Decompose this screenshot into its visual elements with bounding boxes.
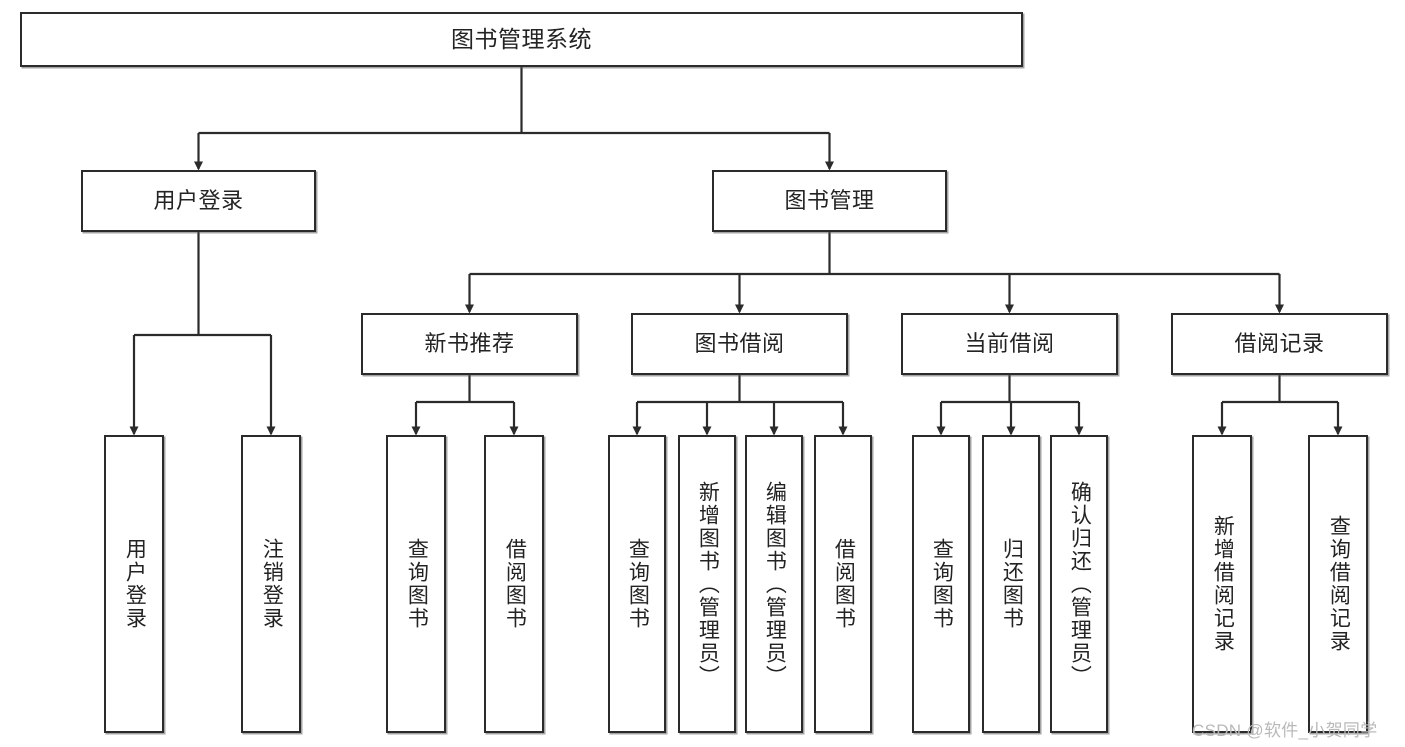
node-label: 查询图书 bbox=[405, 538, 429, 630]
node-lf2[interactable]: 注销登录 bbox=[241, 435, 301, 733]
node-lf4[interactable]: 借阅图书 bbox=[484, 435, 544, 733]
node-lf8[interactable]: 借阅图书 bbox=[814, 435, 872, 733]
node-label: 用户登录 bbox=[153, 188, 244, 214]
node-label: 查询图书 bbox=[626, 538, 650, 630]
node-l1b[interactable]: 图书管理 bbox=[712, 170, 947, 232]
node-lf13[interactable]: 查询借阅记录 bbox=[1308, 435, 1368, 733]
node-label: 借阅图书 bbox=[832, 538, 856, 630]
node-lf6[interactable]: 新增图书（管理员） bbox=[678, 435, 736, 733]
node-root[interactable]: 图书管理系统 bbox=[20, 12, 1023, 67]
node-label: 新增图书（管理员） bbox=[696, 480, 720, 688]
node-lf9[interactable]: 查询图书 bbox=[912, 435, 970, 733]
node-l2c[interactable]: 当前借阅 bbox=[901, 313, 1118, 375]
node-label: 图书借阅 bbox=[694, 331, 785, 357]
node-lf5[interactable]: 查询图书 bbox=[608, 435, 666, 733]
node-lf3[interactable]: 查询图书 bbox=[386, 435, 446, 733]
node-lf11[interactable]: 确认归还（管理员） bbox=[1050, 435, 1108, 733]
node-label: 借阅图书 bbox=[503, 538, 527, 630]
node-label: 借阅记录 bbox=[1234, 331, 1325, 357]
node-lf12[interactable]: 新增借阅记录 bbox=[1192, 435, 1252, 733]
node-label: 编辑图书（管理员） bbox=[763, 480, 787, 688]
node-label: 注销登录 bbox=[260, 538, 284, 630]
node-label: 用户登录 bbox=[123, 538, 147, 630]
node-label: 查询借阅记录 bbox=[1327, 515, 1351, 653]
node-label: 新书推荐 bbox=[424, 331, 515, 357]
node-label: 图书管理系统 bbox=[451, 25, 592, 52]
node-lf1[interactable]: 用户登录 bbox=[104, 435, 164, 733]
node-lf7[interactable]: 编辑图书（管理员） bbox=[745, 435, 803, 733]
node-label: 图书管理 bbox=[784, 188, 875, 214]
node-l1a[interactable]: 用户登录 bbox=[81, 170, 316, 232]
node-label: 当前借阅 bbox=[964, 331, 1055, 357]
csdn-watermark: CSDN @软件_小贺同学 bbox=[1192, 721, 1378, 740]
node-l2a[interactable]: 新书推荐 bbox=[361, 313, 578, 375]
node-label: 查询图书 bbox=[930, 538, 954, 630]
edge-paths bbox=[129, 67, 1343, 436]
node-l2d[interactable]: 借阅记录 bbox=[1171, 313, 1388, 375]
node-label: 新增借阅记录 bbox=[1211, 515, 1235, 653]
node-label: 确认归还（管理员） bbox=[1068, 480, 1092, 688]
node-lf10[interactable]: 归还图书 bbox=[982, 435, 1040, 733]
node-label: 归还图书 bbox=[1000, 538, 1024, 630]
node-l2b[interactable]: 图书借阅 bbox=[631, 313, 848, 375]
